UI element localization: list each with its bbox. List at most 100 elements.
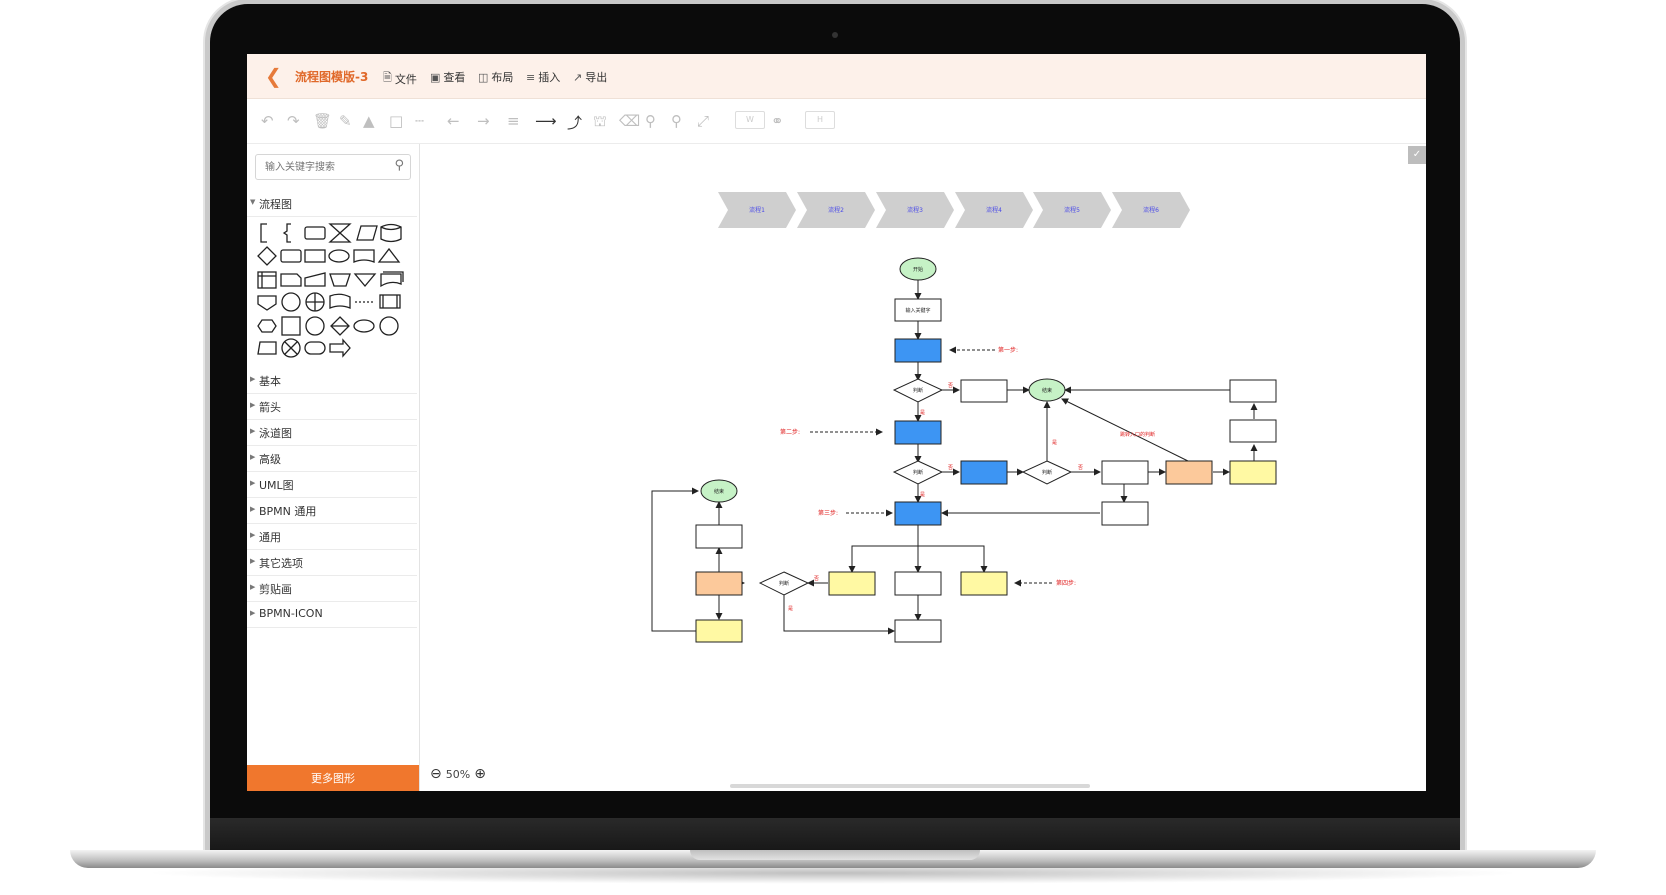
export-icon: ↗ bbox=[573, 70, 583, 84]
branch-label-4: 是 bbox=[920, 492, 925, 498]
unlock-icon[interactable]: ⚲ bbox=[671, 112, 682, 130]
section-other[interactable]: ▶其它选项 bbox=[247, 549, 417, 576]
box-bottom bbox=[894, 619, 942, 643]
caret-right-icon: ▶ bbox=[250, 453, 256, 461]
shape-brace bbox=[282, 223, 291, 243]
shape-triangle bbox=[377, 247, 401, 263]
connector-arrow-icon[interactable]: ⟶ bbox=[535, 112, 557, 130]
shape-summing bbox=[281, 338, 301, 358]
section-arrows[interactable]: ▶箭头 bbox=[247, 393, 417, 420]
section-advanced[interactable]: ▶高级 bbox=[247, 445, 417, 472]
back-arrow-icon[interactable]: ❮ bbox=[265, 64, 282, 88]
waypoint-icon[interactable]: ⤴ bbox=[567, 114, 583, 132]
height-field[interactable]: H bbox=[805, 111, 835, 129]
arrow-right-icon[interactable]: → bbox=[477, 112, 490, 130]
diagram-canvas[interactable]: ✓ 流程1 流程2 流程3 流程4 流程5 bbox=[420, 144, 1426, 791]
branch-label-2: 是 bbox=[920, 410, 925, 416]
flowchart-diagram[interactable]: 流程1 流程2 流程3 流程4 流程5 流程6 bbox=[420, 144, 1426, 764]
shape-merge bbox=[353, 273, 377, 288]
section-clipart[interactable]: ▶剪贴画 bbox=[247, 575, 417, 602]
laptop-base-notch bbox=[690, 850, 980, 860]
shape-library-panel: ⚲ ▼ 流程图 bbox=[247, 144, 425, 791]
zoom-out-icon[interactable]: ⊖ bbox=[430, 766, 442, 782]
arrow-left-icon[interactable]: ← bbox=[447, 112, 460, 130]
shape-offpage bbox=[257, 295, 277, 311]
link-icon[interactable]: ⚭ bbox=[771, 112, 784, 130]
section-uml[interactable]: ▶UML图 bbox=[247, 471, 417, 498]
start-node bbox=[899, 257, 937, 281]
width-field[interactable]: W bbox=[735, 111, 765, 129]
phase-6 bbox=[1112, 192, 1190, 228]
yellow-step-right bbox=[1229, 460, 1277, 485]
undo-icon[interactable]: ↶ bbox=[261, 112, 274, 130]
shape-diamond bbox=[257, 246, 277, 266]
eraser-icon[interactable]: ⌫ bbox=[619, 112, 641, 130]
search-icon[interactable]: ⚲ bbox=[394, 158, 404, 173]
caret-down-icon: ▼ bbox=[250, 198, 256, 206]
zoom-level: 50% bbox=[445, 767, 471, 781]
view-icon: ▣ bbox=[430, 70, 441, 84]
section-flowchart[interactable]: ▼ 流程图 bbox=[247, 190, 417, 217]
branch-label-5: 否 bbox=[1078, 465, 1083, 471]
edit-icon[interactable]: ✎ bbox=[339, 112, 352, 130]
line-weight-icon[interactable]: ≡ bbox=[507, 112, 520, 130]
menu-insert[interactable]: ≡ 插入 bbox=[526, 70, 561, 85]
shape-search-input[interactable] bbox=[263, 155, 385, 180]
shape-predefined bbox=[379, 294, 401, 309]
fill-color-icon[interactable]: ▲ bbox=[363, 112, 375, 130]
menu-view[interactable]: ▣ 查看 bbox=[430, 70, 466, 85]
phase-1-label: 流程1 bbox=[749, 206, 765, 214]
note-loop: 跳转入口的判断 bbox=[1120, 431, 1155, 438]
box-lower-right bbox=[1101, 501, 1149, 526]
phase-4-label: 流程4 bbox=[986, 206, 1002, 214]
start-label: 开始 bbox=[913, 266, 923, 273]
document-title[interactable]: 流程图模版-3 bbox=[295, 70, 369, 84]
redo-icon[interactable]: ↷ bbox=[287, 112, 300, 130]
lock-icon[interactable]: ⚲ bbox=[645, 112, 656, 130]
shape-hexagon bbox=[257, 319, 277, 333]
laptop-bezel-bottom bbox=[210, 818, 1460, 854]
phase-chevrons: 流程1 流程2 流程3 流程4 流程5 流程6 bbox=[718, 192, 1190, 228]
menu-file[interactable]: 🗎 文件 bbox=[383, 69, 417, 88]
shape-rect bbox=[304, 226, 326, 240]
horizontal-scrollbar[interactable] bbox=[730, 784, 1090, 788]
phase-1 bbox=[718, 192, 796, 228]
line-style-icon[interactable]: ┄ bbox=[415, 112, 425, 130]
box-mid-right bbox=[1101, 460, 1149, 485]
phase-5 bbox=[1033, 192, 1111, 228]
section-basic[interactable]: ▶基本 bbox=[247, 367, 417, 394]
section-swimlane[interactable]: ▶泳道图 bbox=[247, 419, 417, 446]
decision-2 bbox=[892, 460, 944, 485]
blue-step-2 bbox=[894, 420, 942, 445]
box-far-right-2 bbox=[1229, 419, 1277, 443]
shape-loop-limit bbox=[257, 341, 277, 355]
zoom-in-icon[interactable]: ⊕ bbox=[474, 766, 486, 782]
file-icon: 🗎 bbox=[383, 71, 392, 84]
shape-terminator bbox=[328, 249, 350, 263]
end-left-label: 结束 bbox=[714, 488, 724, 495]
shape-ellipse bbox=[353, 319, 375, 333]
shadow-icon[interactable]: □ bbox=[389, 112, 404, 130]
shape-arrow bbox=[329, 338, 351, 358]
menu-export[interactable]: ↗ 导出 bbox=[573, 70, 608, 85]
format-paint-icon[interactable]: ⛫ bbox=[593, 112, 607, 130]
resize-icon[interactable]: ⤢ bbox=[697, 112, 710, 130]
phase-2 bbox=[797, 192, 875, 228]
menu-layout[interactable]: ◫ 布局 bbox=[478, 70, 514, 85]
delete-icon[interactable]: 🗑 bbox=[313, 112, 333, 130]
section-bpmn-icon[interactable]: ▶BPMN-ICON bbox=[247, 601, 417, 628]
format-panel-toggle-icon[interactable]: ✓ bbox=[1408, 146, 1426, 164]
section-general[interactable]: ▶通用 bbox=[247, 523, 417, 550]
toolbar: ↶ ↷ 🗑 ✎ ▲ □ ┄ ← → ≡ ⟶ ⤴ ⛫ ⌫ ⚲ ⚲ ⤢ W ⚭ H bbox=[247, 99, 1426, 144]
decision-1 bbox=[892, 378, 944, 403]
more-shapes-button[interactable]: 更多图形 bbox=[247, 765, 419, 791]
box-center-lower bbox=[894, 571, 942, 596]
shape-circle-3 bbox=[379, 316, 399, 336]
shape-square bbox=[281, 316, 301, 336]
caret-right-icon: ▶ bbox=[250, 401, 256, 409]
shape-circle-2 bbox=[305, 316, 325, 336]
branch-label-7: 否 bbox=[814, 576, 819, 582]
flowchart-shapes-grid[interactable] bbox=[257, 222, 417, 362]
end-right-label: 结束 bbox=[1042, 387, 1052, 394]
section-bpmn-general[interactable]: ▶BPMN 通用 bbox=[247, 497, 417, 524]
